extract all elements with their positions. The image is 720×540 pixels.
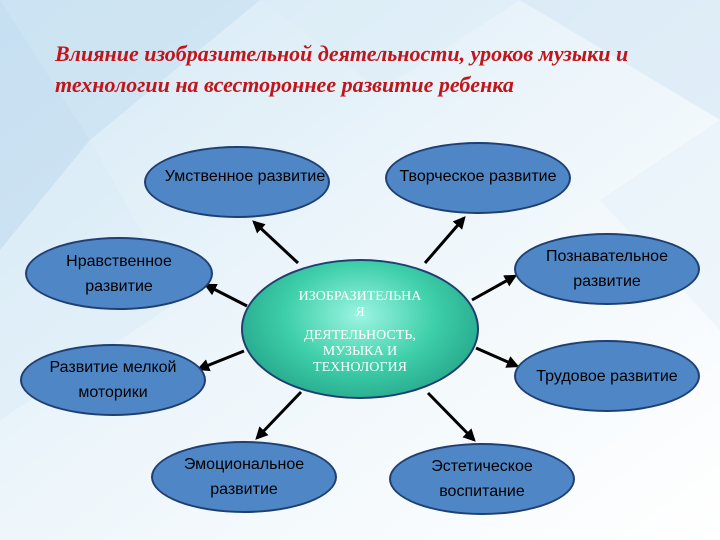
arrow-labor (475, 346, 520, 368)
node-labor-ellipse (514, 340, 700, 412)
center-line-5: ТЕХНОЛОГИЯ (313, 360, 407, 375)
node-mental-label: Умственное развитие (164, 168, 326, 185)
node-aesthetic-ellipse[interactable]: Эстетическое воспитание (389, 443, 575, 515)
node-creative-ellipse (385, 142, 571, 214)
node-aesthetic-label: Эстетическое воспитание (431, 458, 533, 500)
center-node-text: ИЗОБРАЗИТЕЛЬНА Я ДЕЯТЕЛЬНОСТЬ, МУЗЫКА И … (243, 289, 477, 376)
node-moral-ellipse[interactable]: Нравственное развитие (25, 237, 213, 310)
center-line-3: ДЕЯТЕЛЬНОСТЬ, (304, 328, 416, 343)
center-line-2: Я (355, 305, 365, 320)
arrow-moral (203, 283, 248, 308)
node-labor-label: Трудовое развитие (536, 368, 678, 385)
node-moral-label: Нравственное развитие (66, 252, 172, 295)
node-motor-label: Развитие мелкой моторики (49, 359, 177, 401)
node-creative-label: Творческое развитие (399, 168, 557, 185)
center-line-1: ИЗОБРАЗИТЕЛЬНА (298, 289, 422, 304)
slide-title: Влияние изобразительной деятельности, ур… (55, 41, 629, 97)
node-emotional-ellipse[interactable]: Эмоциональное развитие (151, 441, 337, 513)
node-cognitive-ellipse[interactable]: Познавательное развитие (514, 233, 700, 305)
node-cognitive-label: Познавательное развитие (546, 248, 668, 290)
node-emotional-label: Эмоциональное развитие (183, 456, 305, 498)
arrow-aesthetic (426, 391, 476, 442)
center-line-4: МУЗЫКА И (322, 344, 398, 359)
arrow-mental (252, 220, 300, 265)
center-node[interactable]: ИЗОБРАЗИТЕЛЬНА Я ДЕЯТЕЛЬНОСТЬ, МУЗЫКА И … (241, 259, 479, 399)
arrow-emotional (255, 390, 303, 440)
arrow-cognitive (471, 274, 518, 302)
arrow-motor (196, 349, 245, 372)
node-mental-ellipse (144, 146, 330, 218)
node-motor-ellipse[interactable]: Развитие мелкой моторики (20, 344, 206, 416)
arrow-creative (423, 216, 466, 264)
